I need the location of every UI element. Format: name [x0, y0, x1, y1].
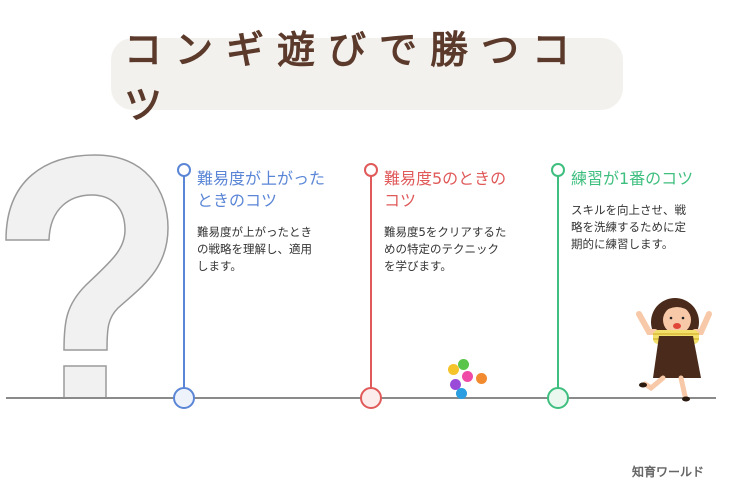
timeline-top-dot-2: [364, 163, 378, 177]
tip-heading-3: 練習が1番のコツ: [571, 168, 731, 190]
gonggi-balls-icon: [446, 358, 496, 402]
timeline-line-1: [183, 175, 185, 390]
jumping-girl-illustration: [636, 298, 712, 402]
body-line: 略を洗練するために定: [571, 220, 686, 234]
title-banner: コンギ遊びで勝つコツ: [111, 28, 623, 127]
ball-orange-icon: [476, 373, 487, 384]
heading-line: ときのコツ: [197, 191, 278, 210]
heading-line: 難易度が上がった: [197, 169, 326, 188]
body-line: スキルを向上させ、戦: [571, 203, 686, 217]
tip-body-1: 難易度が上がったとき の戦略を理解し、適用 します。: [197, 224, 357, 275]
tip-card-3: 練習が1番のコツ スキルを向上させ、戦 略を洗練するために定 期的に練習します。: [571, 168, 731, 253]
ball-yellow-icon: [448, 364, 459, 375]
tip-heading-2: 難易度5のときの コツ: [384, 168, 544, 212]
body-line: めの特定のテクニック: [384, 242, 499, 256]
timeline-node-2: [360, 387, 382, 409]
timeline-top-dot-1: [177, 163, 191, 177]
body-line: 期的に練習します。: [571, 237, 674, 251]
tip-heading-1: 難易度が上がった ときのコツ: [197, 168, 357, 212]
timeline-node-3: [547, 387, 569, 409]
ball-green-icon: [458, 359, 469, 370]
heading-line: 練習が1番のコツ: [571, 169, 694, 188]
body-line: します。: [197, 259, 242, 273]
tip-card-1: 難易度が上がった ときのコツ 難易度が上がったとき の戦略を理解し、適用 します…: [197, 168, 357, 275]
tip-body-3: スキルを向上させ、戦 略を洗練するために定 期的に練習します。: [571, 202, 731, 253]
body-line: 難易度5をクリアするた: [384, 225, 507, 239]
timeline-line-2: [370, 175, 372, 390]
tip-card-2: 難易度5のときの コツ 難易度5をクリアするた めの特定のテクニック を学びます…: [384, 168, 544, 275]
tip-body-2: 難易度5をクリアするた めの特定のテクニック を学びます。: [384, 224, 544, 275]
timeline-top-dot-3: [551, 163, 565, 177]
timeline-node-1: [173, 387, 195, 409]
page-title: コンギ遊びで勝つコツ: [124, 28, 584, 127]
ball-pink-icon: [462, 371, 473, 382]
ball-blue-icon: [456, 388, 467, 399]
brand-logo: 知育ワールド: [632, 465, 705, 479]
body-line: 難易度が上がったとき: [197, 225, 312, 239]
heading-line: コツ: [384, 191, 417, 210]
ball-purple-icon: [450, 379, 461, 390]
timeline-line-3: [557, 175, 559, 390]
body-line: の戦略を理解し、適用: [197, 242, 312, 256]
heading-line: 難易度5のときの: [384, 169, 507, 188]
question-mark-icon: [5, 154, 169, 399]
body-line: を学びます。: [384, 259, 452, 273]
